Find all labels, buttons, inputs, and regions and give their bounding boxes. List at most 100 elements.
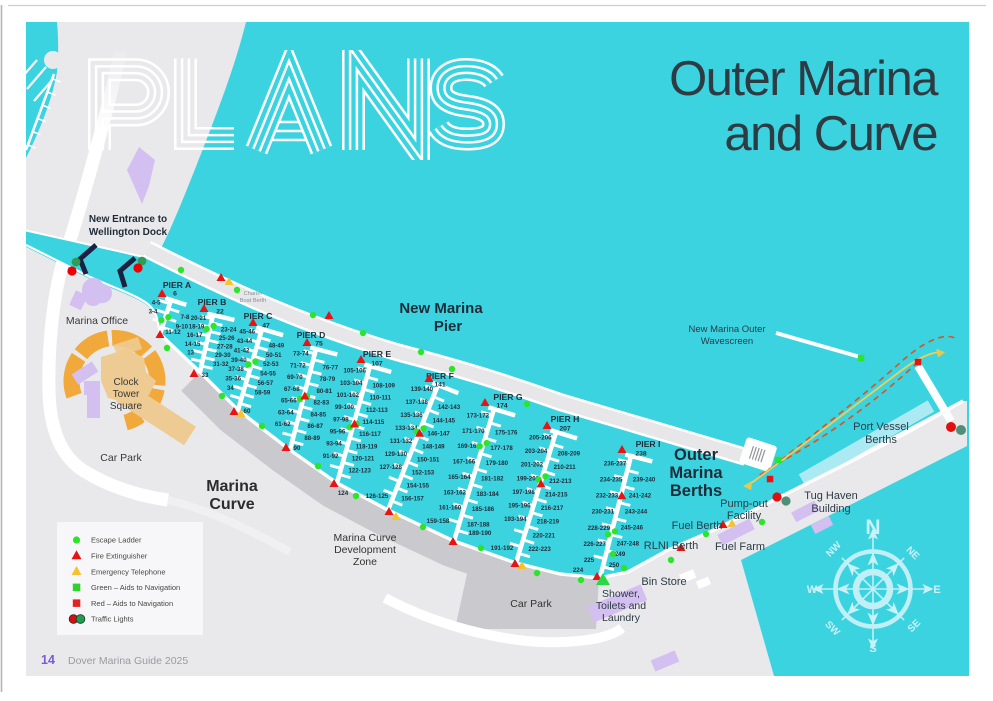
svg-text:118-119: 118-119: [356, 443, 378, 450]
svg-text:131-132: 131-132: [390, 438, 413, 445]
svg-text:PIER H: PIER H: [551, 414, 580, 424]
svg-text:245-246: 245-246: [621, 525, 644, 532]
svg-text:New Marina Outer: New Marina Outer: [688, 324, 765, 335]
svg-text:226-227: 226-227: [584, 541, 607, 548]
svg-text:156-157: 156-157: [401, 495, 424, 502]
svg-text:105-106: 105-106: [344, 368, 367, 375]
svg-text:Fire Extinguisher: Fire Extinguisher: [91, 552, 148, 561]
svg-text:216-217: 216-217: [541, 505, 564, 512]
svg-text:Berths: Berths: [670, 482, 722, 500]
svg-text:199-200: 199-200: [517, 475, 540, 482]
svg-text:Pump-out: Pump-out: [720, 498, 768, 510]
svg-text:Green – Aids to Navigation: Green – Aids to Navigation: [91, 583, 180, 592]
svg-text:7-8: 7-8: [181, 314, 190, 321]
svg-text:177-178: 177-178: [490, 445, 513, 452]
svg-text:205-206: 205-206: [529, 434, 552, 441]
svg-text:Marina: Marina: [206, 478, 258, 495]
svg-text:Red – Aids to Navigation: Red – Aids to Navigation: [91, 599, 173, 608]
svg-text:203-204: 203-204: [525, 448, 548, 455]
svg-text:193-194: 193-194: [504, 516, 527, 523]
svg-text:191-192: 191-192: [491, 545, 514, 552]
svg-text:165-164: 165-164: [448, 474, 471, 481]
svg-text:11-12: 11-12: [165, 329, 181, 336]
svg-text:4-5: 4-5: [152, 299, 161, 306]
svg-text:50-51: 50-51: [266, 352, 282, 359]
svg-text:56-57: 56-57: [258, 380, 274, 387]
svg-text:PIER I: PIER I: [636, 439, 661, 449]
svg-text:84-85: 84-85: [311, 411, 327, 418]
svg-text:S: S: [869, 643, 876, 655]
svg-text:34: 34: [227, 385, 234, 392]
svg-text:Escape Ladder: Escape Ladder: [91, 536, 142, 545]
svg-text:107: 107: [371, 361, 383, 368]
svg-text:120-121: 120-121: [352, 456, 375, 463]
svg-text:135-136: 135-136: [400, 412, 423, 419]
svg-text:W: W: [807, 584, 818, 596]
svg-text:Square: Square: [110, 401, 143, 412]
svg-text:179-180: 179-180: [486, 460, 509, 467]
svg-text:175-176: 175-176: [495, 430, 518, 437]
svg-text:Outer: Outer: [674, 446, 719, 464]
svg-text:Outer Marina: Outer Marina: [669, 52, 939, 106]
svg-text:97-98: 97-98: [333, 416, 349, 423]
svg-text:18-19: 18-19: [189, 324, 205, 331]
svg-text:14-15: 14-15: [185, 341, 201, 348]
svg-text:108-109: 108-109: [373, 382, 396, 389]
svg-text:63-64: 63-64: [278, 409, 294, 416]
svg-text:139-140: 139-140: [411, 386, 434, 393]
svg-text:150-151: 150-151: [417, 456, 440, 463]
svg-text:78-79: 78-79: [320, 376, 336, 383]
svg-text:224: 224: [573, 567, 584, 574]
svg-text:20-21: 20-21: [191, 315, 207, 322]
svg-text:163-162: 163-162: [444, 489, 467, 496]
svg-text:181-182: 181-182: [481, 476, 504, 483]
svg-text:90: 90: [294, 445, 301, 452]
svg-text:47: 47: [262, 323, 270, 330]
svg-text:208-209: 208-209: [558, 451, 581, 458]
svg-text:PIER A: PIER A: [163, 280, 191, 290]
svg-text:93-94: 93-94: [326, 441, 342, 448]
svg-text:Tug Haven: Tug Haven: [804, 490, 857, 502]
svg-text:Charter: Charter: [244, 291, 263, 297]
svg-text:67-68: 67-68: [284, 386, 300, 393]
svg-text:Zone: Zone: [353, 556, 377, 568]
svg-text:207: 207: [559, 426, 571, 433]
svg-text:126-125: 126-125: [366, 493, 389, 500]
svg-text:220-221: 220-221: [533, 532, 556, 539]
svg-text:171-170: 171-170: [462, 428, 485, 435]
svg-text:174: 174: [496, 403, 508, 410]
svg-text:101-102: 101-102: [337, 392, 360, 399]
svg-text:129-130: 129-130: [385, 451, 408, 458]
svg-text:183-184: 183-184: [476, 491, 499, 498]
svg-text:61-62: 61-62: [275, 421, 291, 428]
svg-text:27-28: 27-28: [217, 344, 233, 351]
svg-text:144-145: 144-145: [433, 417, 456, 424]
svg-text:60: 60: [244, 408, 251, 415]
svg-text:228-229: 228-229: [588, 525, 611, 532]
svg-text:Fuel Farm: Fuel Farm: [715, 541, 765, 553]
svg-text:Boat Berth: Boat Berth: [240, 298, 266, 304]
svg-text:154-155: 154-155: [407, 482, 430, 489]
svg-text:PIER D: PIER D: [297, 330, 326, 340]
svg-text:Laundry: Laundry: [602, 612, 641, 624]
svg-text:116-117: 116-117: [359, 431, 381, 438]
svg-text:New Marina: New Marina: [399, 300, 483, 317]
svg-text:13: 13: [187, 349, 194, 356]
svg-text:86-87: 86-87: [307, 423, 323, 430]
svg-text:195-196: 195-196: [508, 503, 531, 510]
svg-text:16-17: 16-17: [187, 332, 203, 339]
svg-text:249: 249: [615, 551, 626, 558]
svg-text:173-172: 173-172: [467, 413, 490, 420]
svg-text:127-128: 127-128: [380, 464, 403, 471]
svg-text:PIER E: PIER E: [363, 349, 391, 359]
svg-text:Car Park: Car Park: [100, 452, 142, 464]
svg-text:232-233: 232-233: [596, 493, 619, 500]
svg-text:23-24: 23-24: [221, 326, 237, 333]
svg-text:159-158: 159-158: [427, 518, 450, 525]
svg-text:PIER B: PIER B: [198, 297, 227, 307]
svg-text:Toilets and: Toilets and: [596, 600, 646, 612]
svg-text:95-96: 95-96: [330, 429, 346, 436]
svg-text:133-134: 133-134: [395, 425, 418, 432]
svg-text:43-44: 43-44: [237, 338, 253, 345]
svg-text:PIER G: PIER G: [493, 392, 522, 402]
